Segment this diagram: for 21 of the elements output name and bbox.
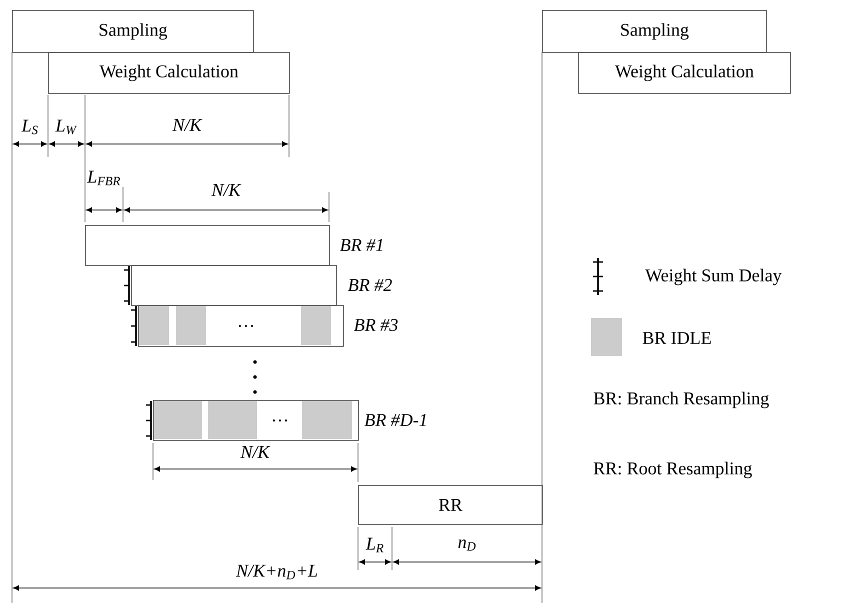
note-text: BR: Branch Resampling <box>594 392 769 408</box>
bar-label: BR #1 <box>340 239 382 251</box>
dimension-label: N/K <box>211 184 242 196</box>
bar-label: BR #2 <box>348 279 392 291</box>
bar-label: BR #D-1 <box>364 414 426 426</box>
note-text: RR: Root Resampling <box>594 462 752 478</box>
dimension-label: N/K <box>172 118 202 132</box>
dimension-label: L$_{S}$ <box>21 120 38 134</box>
stage-box: Weight Calculation <box>578 52 791 94</box>
stage-box: RR <box>358 485 543 525</box>
stage-box: Sampling <box>542 10 767 53</box>
dimension-label: L$_{W}$ <box>55 120 77 134</box>
legend-label: BR IDLE <box>642 332 711 344</box>
bar-label: BR #3 <box>354 318 398 332</box>
dimension-label: L$_{FBR}$ <box>87 170 120 186</box>
bar: … <box>153 400 359 441</box>
stage-box: Weight Calculation <box>48 52 290 94</box>
dimension-label: N/K+n$_{D}$+L <box>236 564 318 580</box>
bar: … <box>138 305 344 347</box>
legend-label: Weight Sum Delay <box>645 268 782 286</box>
stage-box: Sampling <box>12 10 254 53</box>
